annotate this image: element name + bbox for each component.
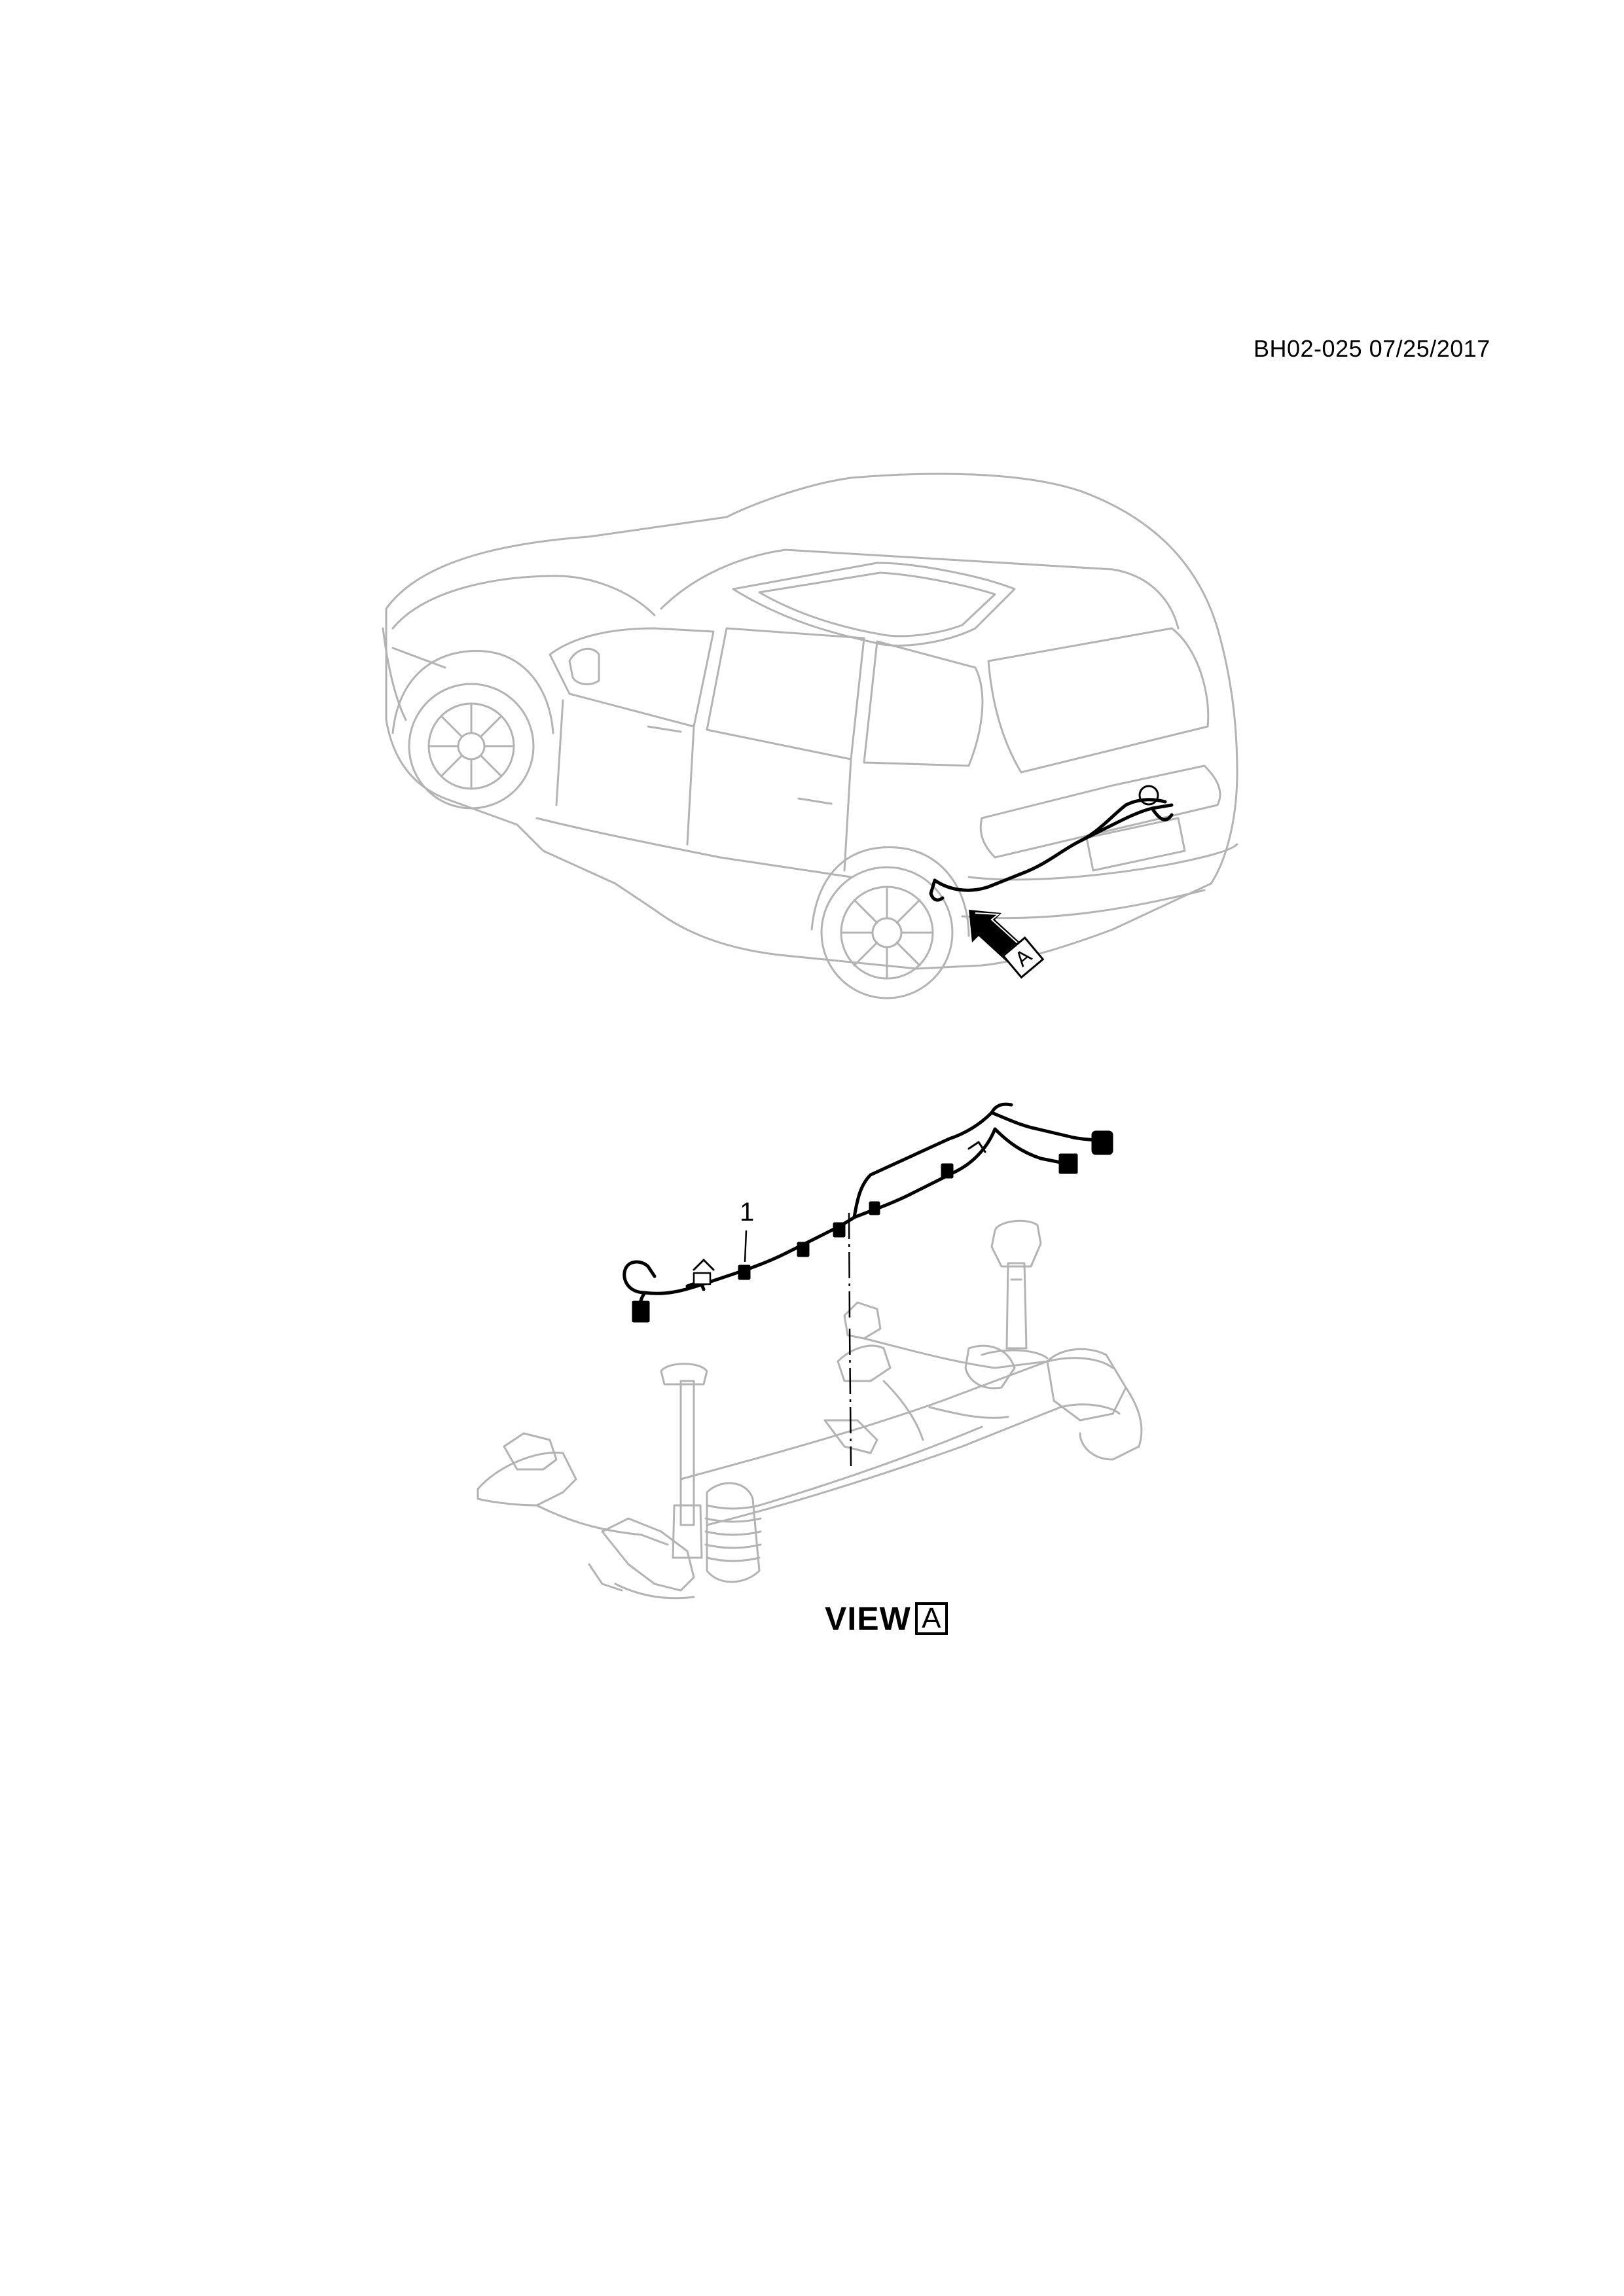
sunroof-outline bbox=[732, 562, 1016, 647]
view-caption-letter-box: A bbox=[914, 1602, 948, 1635]
rear-wheel bbox=[820, 866, 954, 999]
view-marker-letter: A bbox=[1009, 943, 1036, 971]
harness-on-vehicle bbox=[929, 785, 1174, 902]
front-door-window bbox=[549, 627, 715, 728]
view-caption-letter: A bbox=[922, 1602, 941, 1634]
dashed-leader-line bbox=[848, 1212, 852, 1467]
tail-lamp bbox=[979, 764, 1221, 859]
harness-detail bbox=[623, 1102, 1113, 1323]
front-wheel bbox=[408, 683, 535, 810]
vehicle-outline bbox=[382, 473, 1238, 999]
rear-window bbox=[987, 627, 1210, 774]
rear-suspension-outline bbox=[477, 1219, 1143, 1600]
callout-1-leader bbox=[744, 1230, 748, 1263]
quarter-window bbox=[863, 640, 984, 767]
view-caption-word: VIEW bbox=[825, 1600, 911, 1637]
rear-door-window bbox=[706, 627, 865, 761]
callout-1-label: 1 bbox=[740, 1198, 755, 1227]
document-code: BH02-025 07/25/2017 bbox=[1254, 335, 1490, 362]
side-mirror bbox=[568, 647, 600, 685]
view-caption: VIEW A bbox=[825, 1596, 948, 1641]
